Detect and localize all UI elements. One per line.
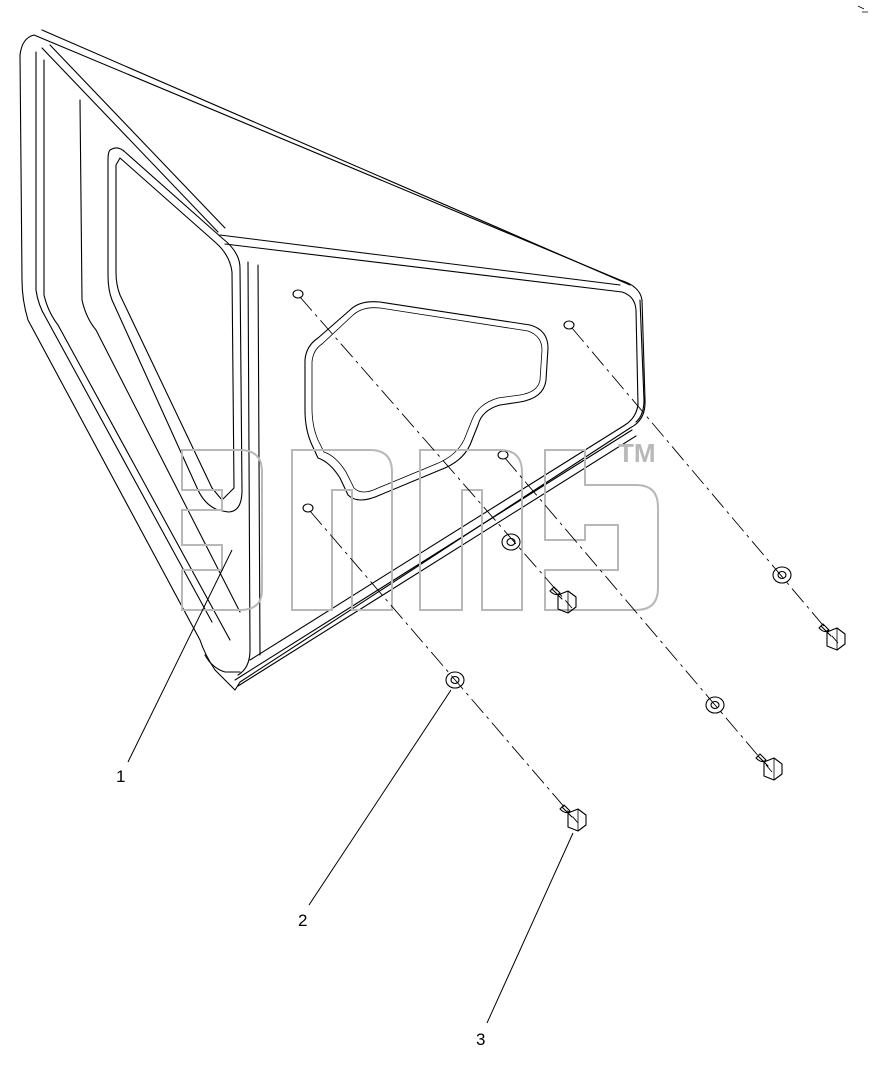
leader-line-2 (308, 689, 452, 906)
callout-label-3: 3 (476, 1030, 485, 1049)
leader-line-1 (127, 549, 233, 763)
washer (705, 696, 725, 714)
callout-label-1: 1 (116, 767, 125, 786)
trademark-text: TM (618, 438, 656, 468)
bolt (559, 804, 587, 832)
washer (501, 533, 521, 551)
leader-line-3 (486, 832, 574, 1024)
watermark-logo: TM (181, 438, 659, 611)
bolt (818, 623, 846, 651)
corner-mark (857, 5, 868, 13)
callout-label-2: 2 (298, 911, 307, 930)
bolt-group (549, 586, 846, 832)
washer (772, 566, 792, 584)
assembly-centerlines (299, 296, 839, 824)
bolt (549, 586, 577, 614)
callout-1: 1 (116, 549, 233, 786)
callout-3: 3 (476, 832, 574, 1049)
washer-group (445, 533, 792, 714)
bolt (755, 753, 783, 781)
callout-2: 2 (298, 689, 452, 930)
washer (445, 671, 465, 689)
